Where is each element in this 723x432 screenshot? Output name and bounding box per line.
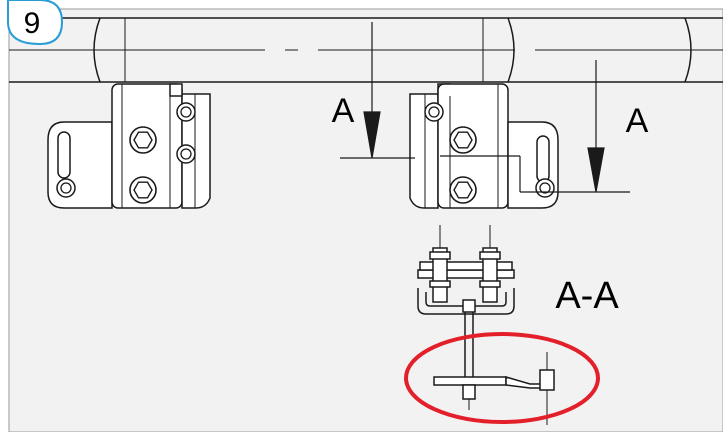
- section-line: [340, 22, 630, 193]
- hex-bolt-icon: [449, 176, 477, 204]
- step-number: 9: [24, 7, 41, 40]
- down-arrow-icon: [363, 111, 381, 159]
- hex-bolt-icon: [129, 176, 157, 204]
- bolt-head-icon: [535, 178, 555, 198]
- red-ellipse-icon: [404, 332, 600, 424]
- section-marker-right: A: [626, 102, 649, 140]
- drawing-panel: [8, 8, 723, 432]
- bolt-head-icon: [56, 178, 76, 198]
- section-view: [417, 225, 555, 425]
- section-view-label: A-A: [555, 275, 619, 317]
- bolt-head-icon: [176, 102, 196, 122]
- step-badge: 9: [7, 0, 64, 46]
- down-arrow-icon: [587, 147, 605, 193]
- hex-bolt-icon: [129, 126, 157, 154]
- hex-bolt-icon: [449, 126, 477, 154]
- bolt-head-icon: [176, 144, 196, 164]
- bolt-head-icon: [424, 102, 444, 122]
- section-marker-left: A: [332, 92, 355, 130]
